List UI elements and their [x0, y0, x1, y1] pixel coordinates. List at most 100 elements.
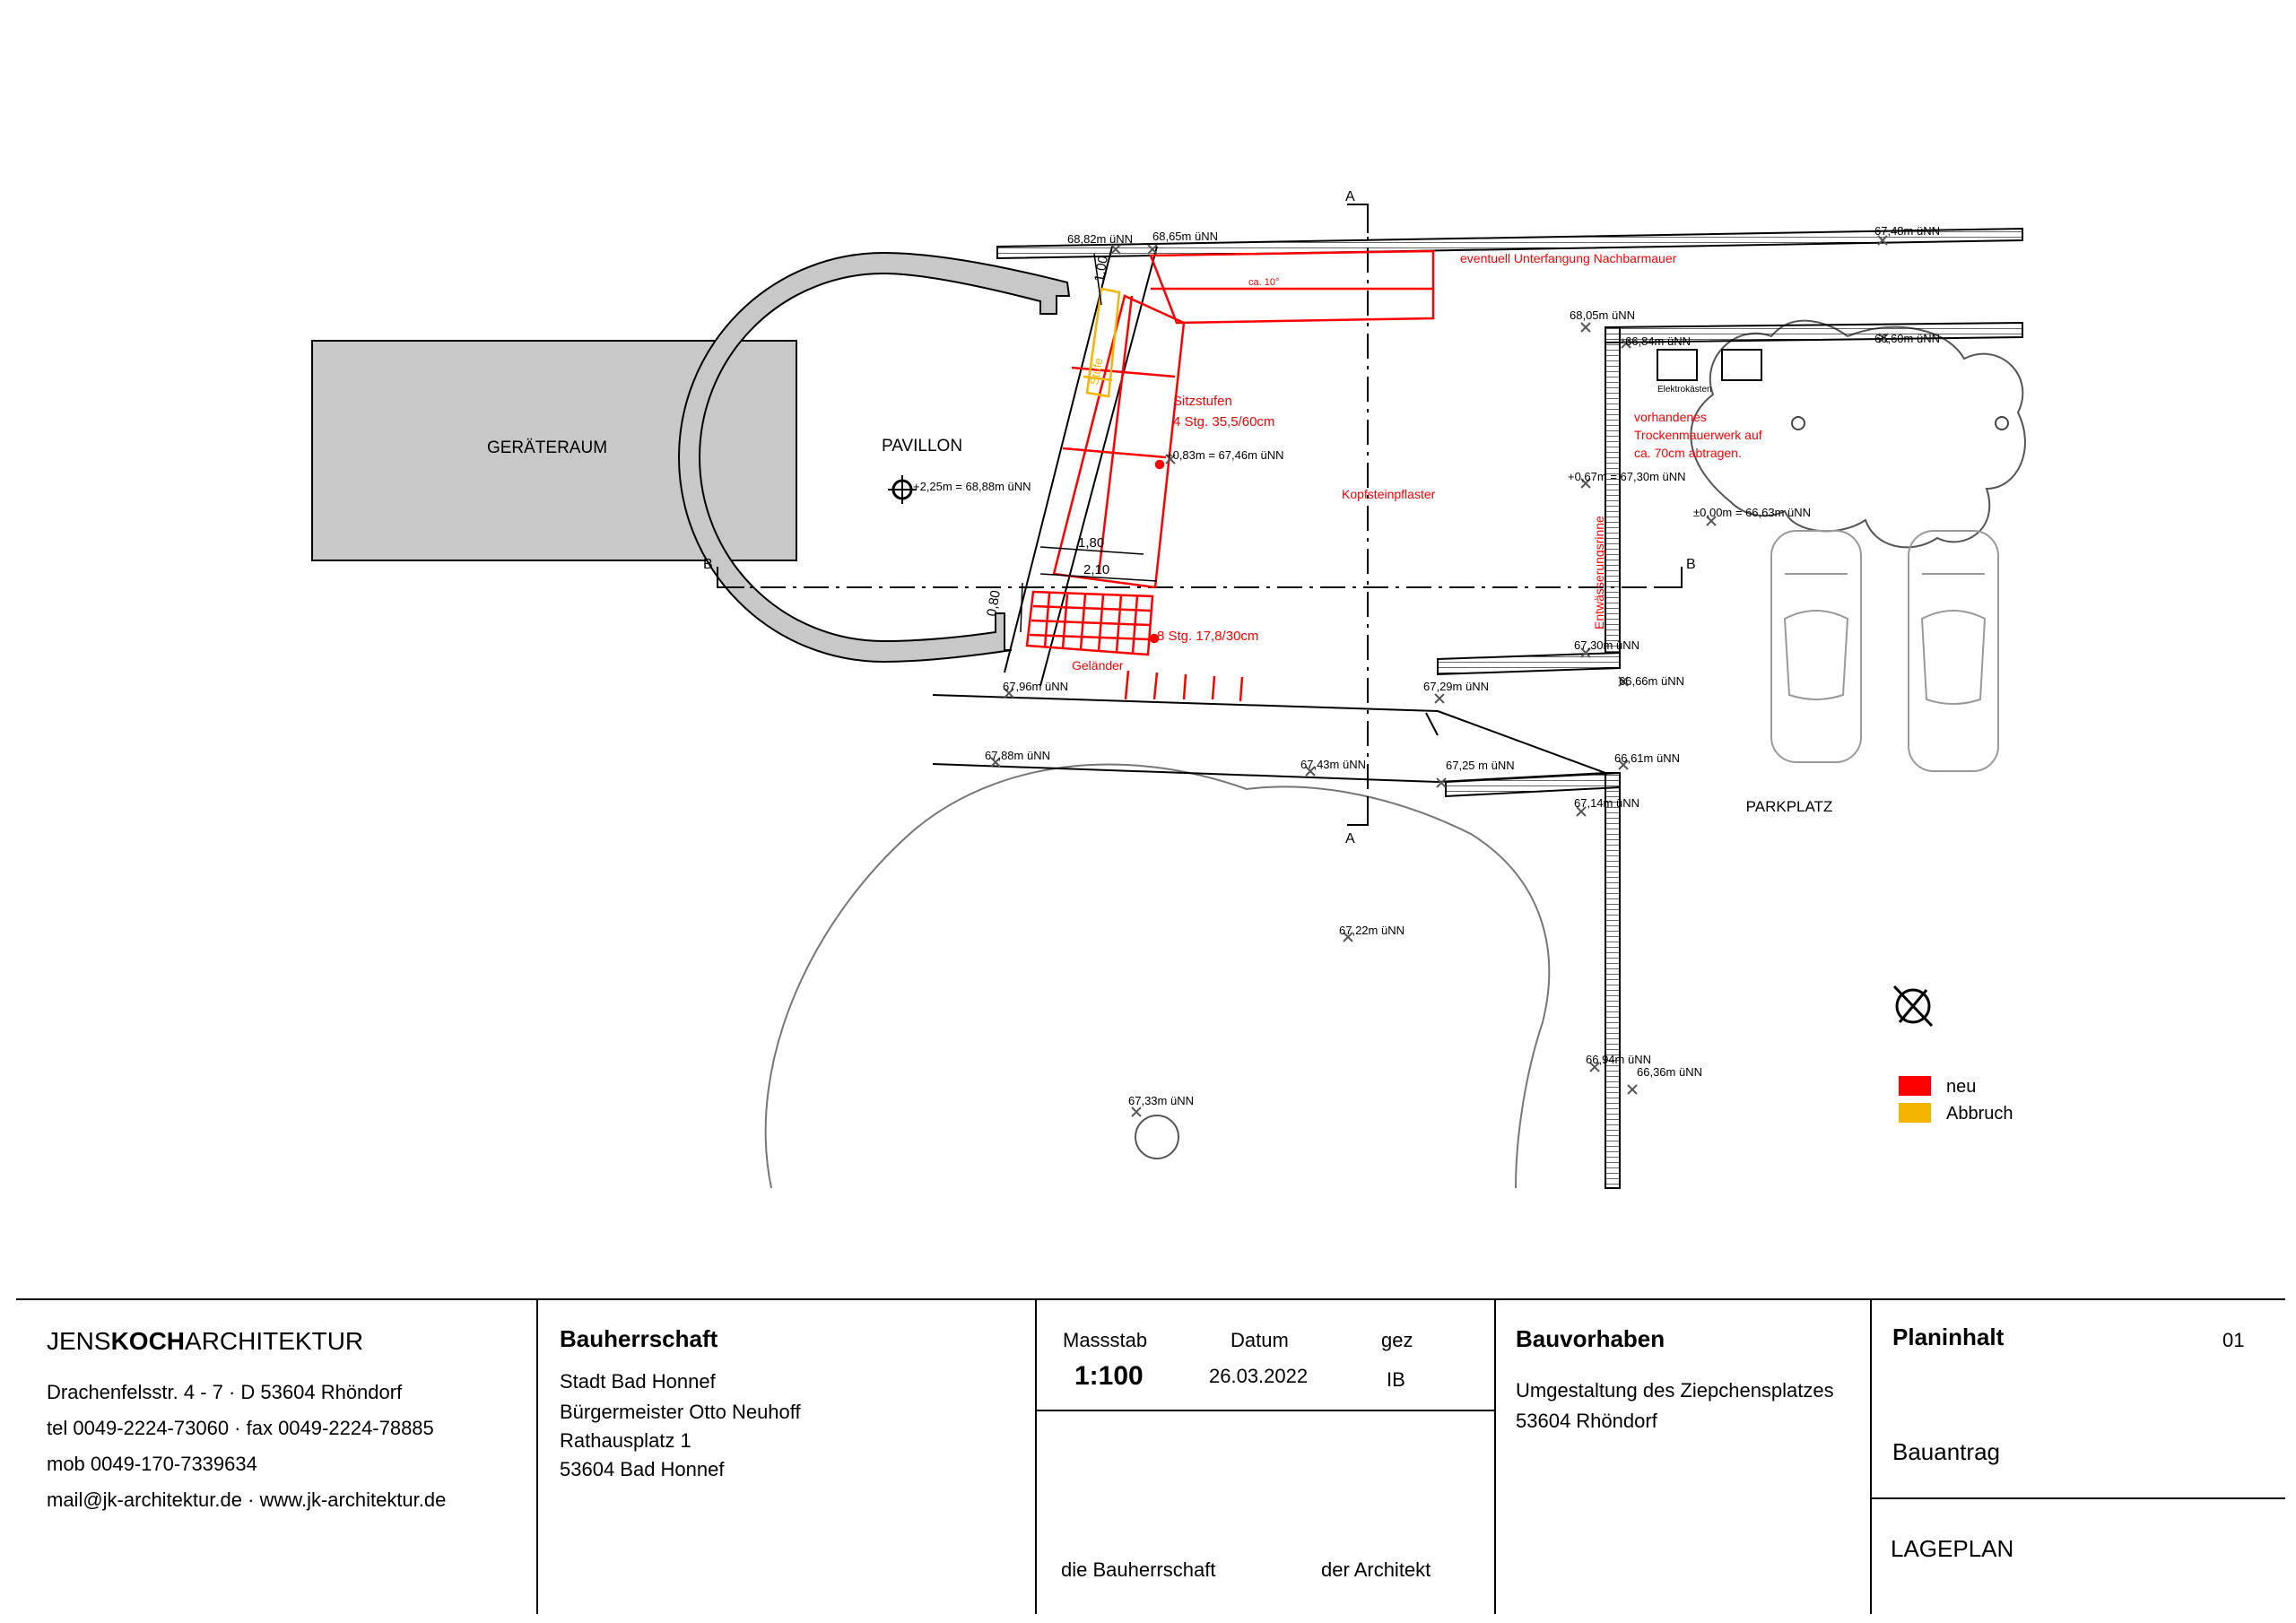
level-15: 67,88m üNN — [985, 749, 1050, 762]
new-elements — [1025, 249, 1435, 702]
dim-080: 0,80 — [984, 589, 1004, 618]
level-17: 67,25 m üNN — [1446, 759, 1515, 772]
terrace-edge-left — [1004, 246, 1113, 673]
note-sitzstufen-2: 4 Stg. 35,5/60cm — [1173, 414, 1274, 430]
note-trocken-1: vorhandenes — [1634, 410, 1707, 424]
dry-stone-wall-vertical — [1605, 326, 1621, 654]
tree-canopy-parking — [1690, 319, 2026, 549]
scale-value: 1:100 — [1074, 1361, 1144, 1391]
sign-architect: der Architekt — [1321, 1558, 1431, 1581]
level-6: 66,60m üNN — [1874, 332, 1940, 345]
site-plan-drawing: neu Abbruch GERÄTERAUM PAVILLON PARKPLAT… — [311, 189, 2026, 1189]
level-3: 67,48m üNN — [1874, 224, 1940, 238]
client-heading: Bauherrschaft — [560, 1325, 718, 1352]
neighbour-wall-underpinning — [1149, 249, 1435, 325]
level-2: 68,65m üNN — [1152, 230, 1218, 243]
section-a-bottom: A — [1345, 831, 1355, 846]
office-name-post: ARCHITEKTUR — [185, 1327, 364, 1355]
seat-steps — [1052, 294, 1186, 589]
note-sitzstufen-1: Sitzstufen — [1173, 394, 1232, 409]
ramp-detail — [1425, 712, 1439, 736]
note-angle: ca. 10° — [1248, 277, 1279, 288]
client-line-4: 53604 Bad Honnef — [560, 1458, 725, 1480]
drawn-value: IB — [1387, 1368, 1405, 1391]
level-23: 67,33m üNN — [1128, 1094, 1194, 1107]
legend-label-abbruch: Abbruch — [1946, 1104, 2013, 1124]
title-block-top-border — [16, 1298, 2285, 1300]
scale-label: Massstab — [1063, 1329, 1148, 1351]
wall-junction-upper — [1437, 651, 1621, 676]
note-gelaender: Geländer — [1072, 658, 1124, 673]
pavilion-wall — [678, 251, 1071, 664]
legend-swatch-neu — [1899, 1076, 1931, 1096]
path-edge-lower — [932, 763, 1439, 783]
office-phone: tel 0049-2224-73060 · fax 0049-2224-7888… — [47, 1417, 434, 1439]
section-a-bottom-mark — [1347, 800, 1369, 826]
level-19: 67,14m üNN — [1574, 796, 1639, 810]
plan-title: LAGEPLAN — [1891, 1535, 2014, 1562]
project-line-1: Umgestaltung des Ziepchensplatzes — [1516, 1379, 1834, 1402]
level-21: 66,94m üNN — [1586, 1053, 1651, 1066]
tree-small-2 — [1995, 416, 2009, 430]
note-stufen8: 8 Stg. 17,8/30cm — [1157, 629, 1258, 644]
level-7: +2,25m = 68,88m üNN — [913, 480, 1031, 493]
date-label: Datum — [1231, 1329, 1289, 1351]
room-geraeteraum: GERÄTERAUM — [487, 438, 607, 457]
project-line-2: 53604 Rhöndorf — [1516, 1410, 1657, 1432]
level-5: 66,84m üNN — [1625, 334, 1691, 348]
level-13: 67,29m üNN — [1423, 680, 1489, 693]
parked-car-2 — [1908, 530, 1999, 772]
level-11: 67,30m üNN — [1574, 638, 1639, 652]
ramp-edge — [1437, 710, 1606, 783]
section-a-top-mark — [1347, 204, 1369, 233]
level-14: 67,96m üNN — [1003, 680, 1068, 693]
note-elektrokasten: Elektrokästen — [1657, 385, 1712, 395]
client-line-3: Rathausplatz 1 — [560, 1429, 691, 1452]
electric-box-1 — [1657, 349, 1698, 381]
note-kopfsteinpflaster: Kopfsteinpflaster — [1342, 487, 1436, 501]
client-line-2: Bürgermeister Otto Neuhoff — [560, 1401, 801, 1423]
level-1: 68,82m üNN — [1067, 232, 1133, 246]
section-b-right: B — [1686, 557, 1696, 572]
content-heading: Planinhalt — [1892, 1324, 2005, 1350]
date-value: 26.03.2022 — [1209, 1365, 1309, 1387]
note-trocken-2: Trockenmauerwerk auf — [1634, 428, 1762, 442]
office-name-bold: KOCH — [110, 1327, 186, 1355]
section-a-top: A — [1345, 189, 1355, 204]
wall-lower-vertical — [1605, 772, 1621, 1189]
room-pavillon: PAVILLON — [882, 437, 962, 456]
north-arrow-icon — [1892, 985, 1934, 1028]
note-rinne: Entwässerungsrinne — [1592, 516, 1606, 629]
parked-car-1 — [1770, 530, 1862, 763]
note-stufe: Stufe — [1087, 357, 1105, 386]
terrace-edge-right — [1039, 246, 1158, 687]
stairs-8-steps — [1025, 590, 1154, 656]
tree-canopy-large — [764, 763, 1551, 1189]
note-trocken-3: ca. 70cm abtragen. — [1634, 446, 1742, 460]
dim-210: 2,10 — [1083, 562, 1109, 577]
drawn-label: gez — [1381, 1329, 1413, 1351]
level-20: 67,22m üNN — [1339, 924, 1405, 937]
note-nachbarmauer: eventuell Unterfangung Nachbarmauer — [1460, 251, 1677, 265]
sheet-number: 01 — [2222, 1329, 2245, 1351]
sign-client: die Bauherrschaft — [1061, 1558, 1216, 1581]
office-name: JENSKOCHARCHITEKTUR — [47, 1327, 363, 1356]
neighbour-wall-top — [996, 227, 2023, 260]
office-web: mail@jk-architektur.de · www.jk-architek… — [47, 1488, 447, 1511]
electric-box-2 — [1721, 349, 1762, 381]
level-9: +0,67m = 67,30m üNN — [1568, 470, 1686, 483]
demolition-elements — [1083, 287, 1121, 398]
legend-swatch-abbruch — [1899, 1103, 1931, 1123]
level-18: 66,61m üNN — [1614, 751, 1680, 765]
divider-4 — [1870, 1298, 1872, 1614]
office-address: Drachenfelsstr. 4 - 7 · D 53604 Rhöndorf — [47, 1381, 403, 1403]
level-markers — [990, 235, 1889, 1117]
level-22: 66,36m üNN — [1637, 1065, 1702, 1079]
divider-content — [1870, 1497, 2285, 1499]
level-8: +0,83m = 67,46m üNN — [1166, 448, 1284, 462]
divider-1 — [536, 1298, 538, 1614]
section-b-left: B — [703, 557, 713, 572]
legend-label-neu: neu — [1946, 1077, 1976, 1097]
project-heading: Bauvorhaben — [1516, 1325, 1665, 1352]
divider-2 — [1035, 1298, 1037, 1614]
